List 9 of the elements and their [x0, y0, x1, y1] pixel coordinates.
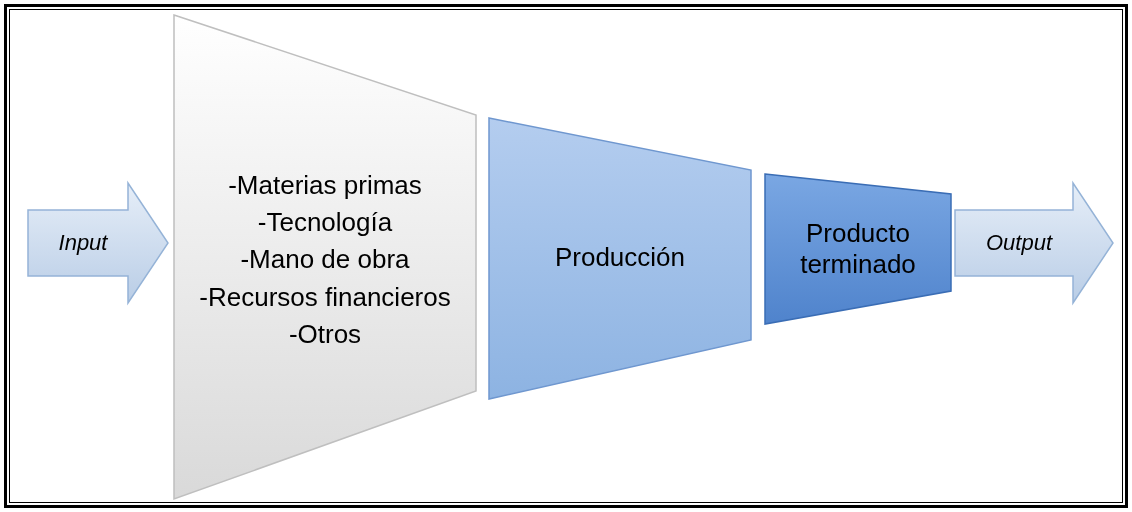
list-item: -Mano de obra: [240, 244, 410, 276]
stage-label: Producción: [554, 242, 686, 274]
list-item: -Recursos financieros: [199, 281, 451, 313]
arrow-label: Input: [58, 229, 108, 257]
arrow-label: Output: [985, 229, 1052, 257]
list-item: -Tecnología: [257, 207, 393, 239]
stage-label: Producto terminado: [799, 217, 917, 281]
list-item: -Materias primas: [228, 170, 422, 202]
list-item: -Otros: [288, 318, 362, 350]
